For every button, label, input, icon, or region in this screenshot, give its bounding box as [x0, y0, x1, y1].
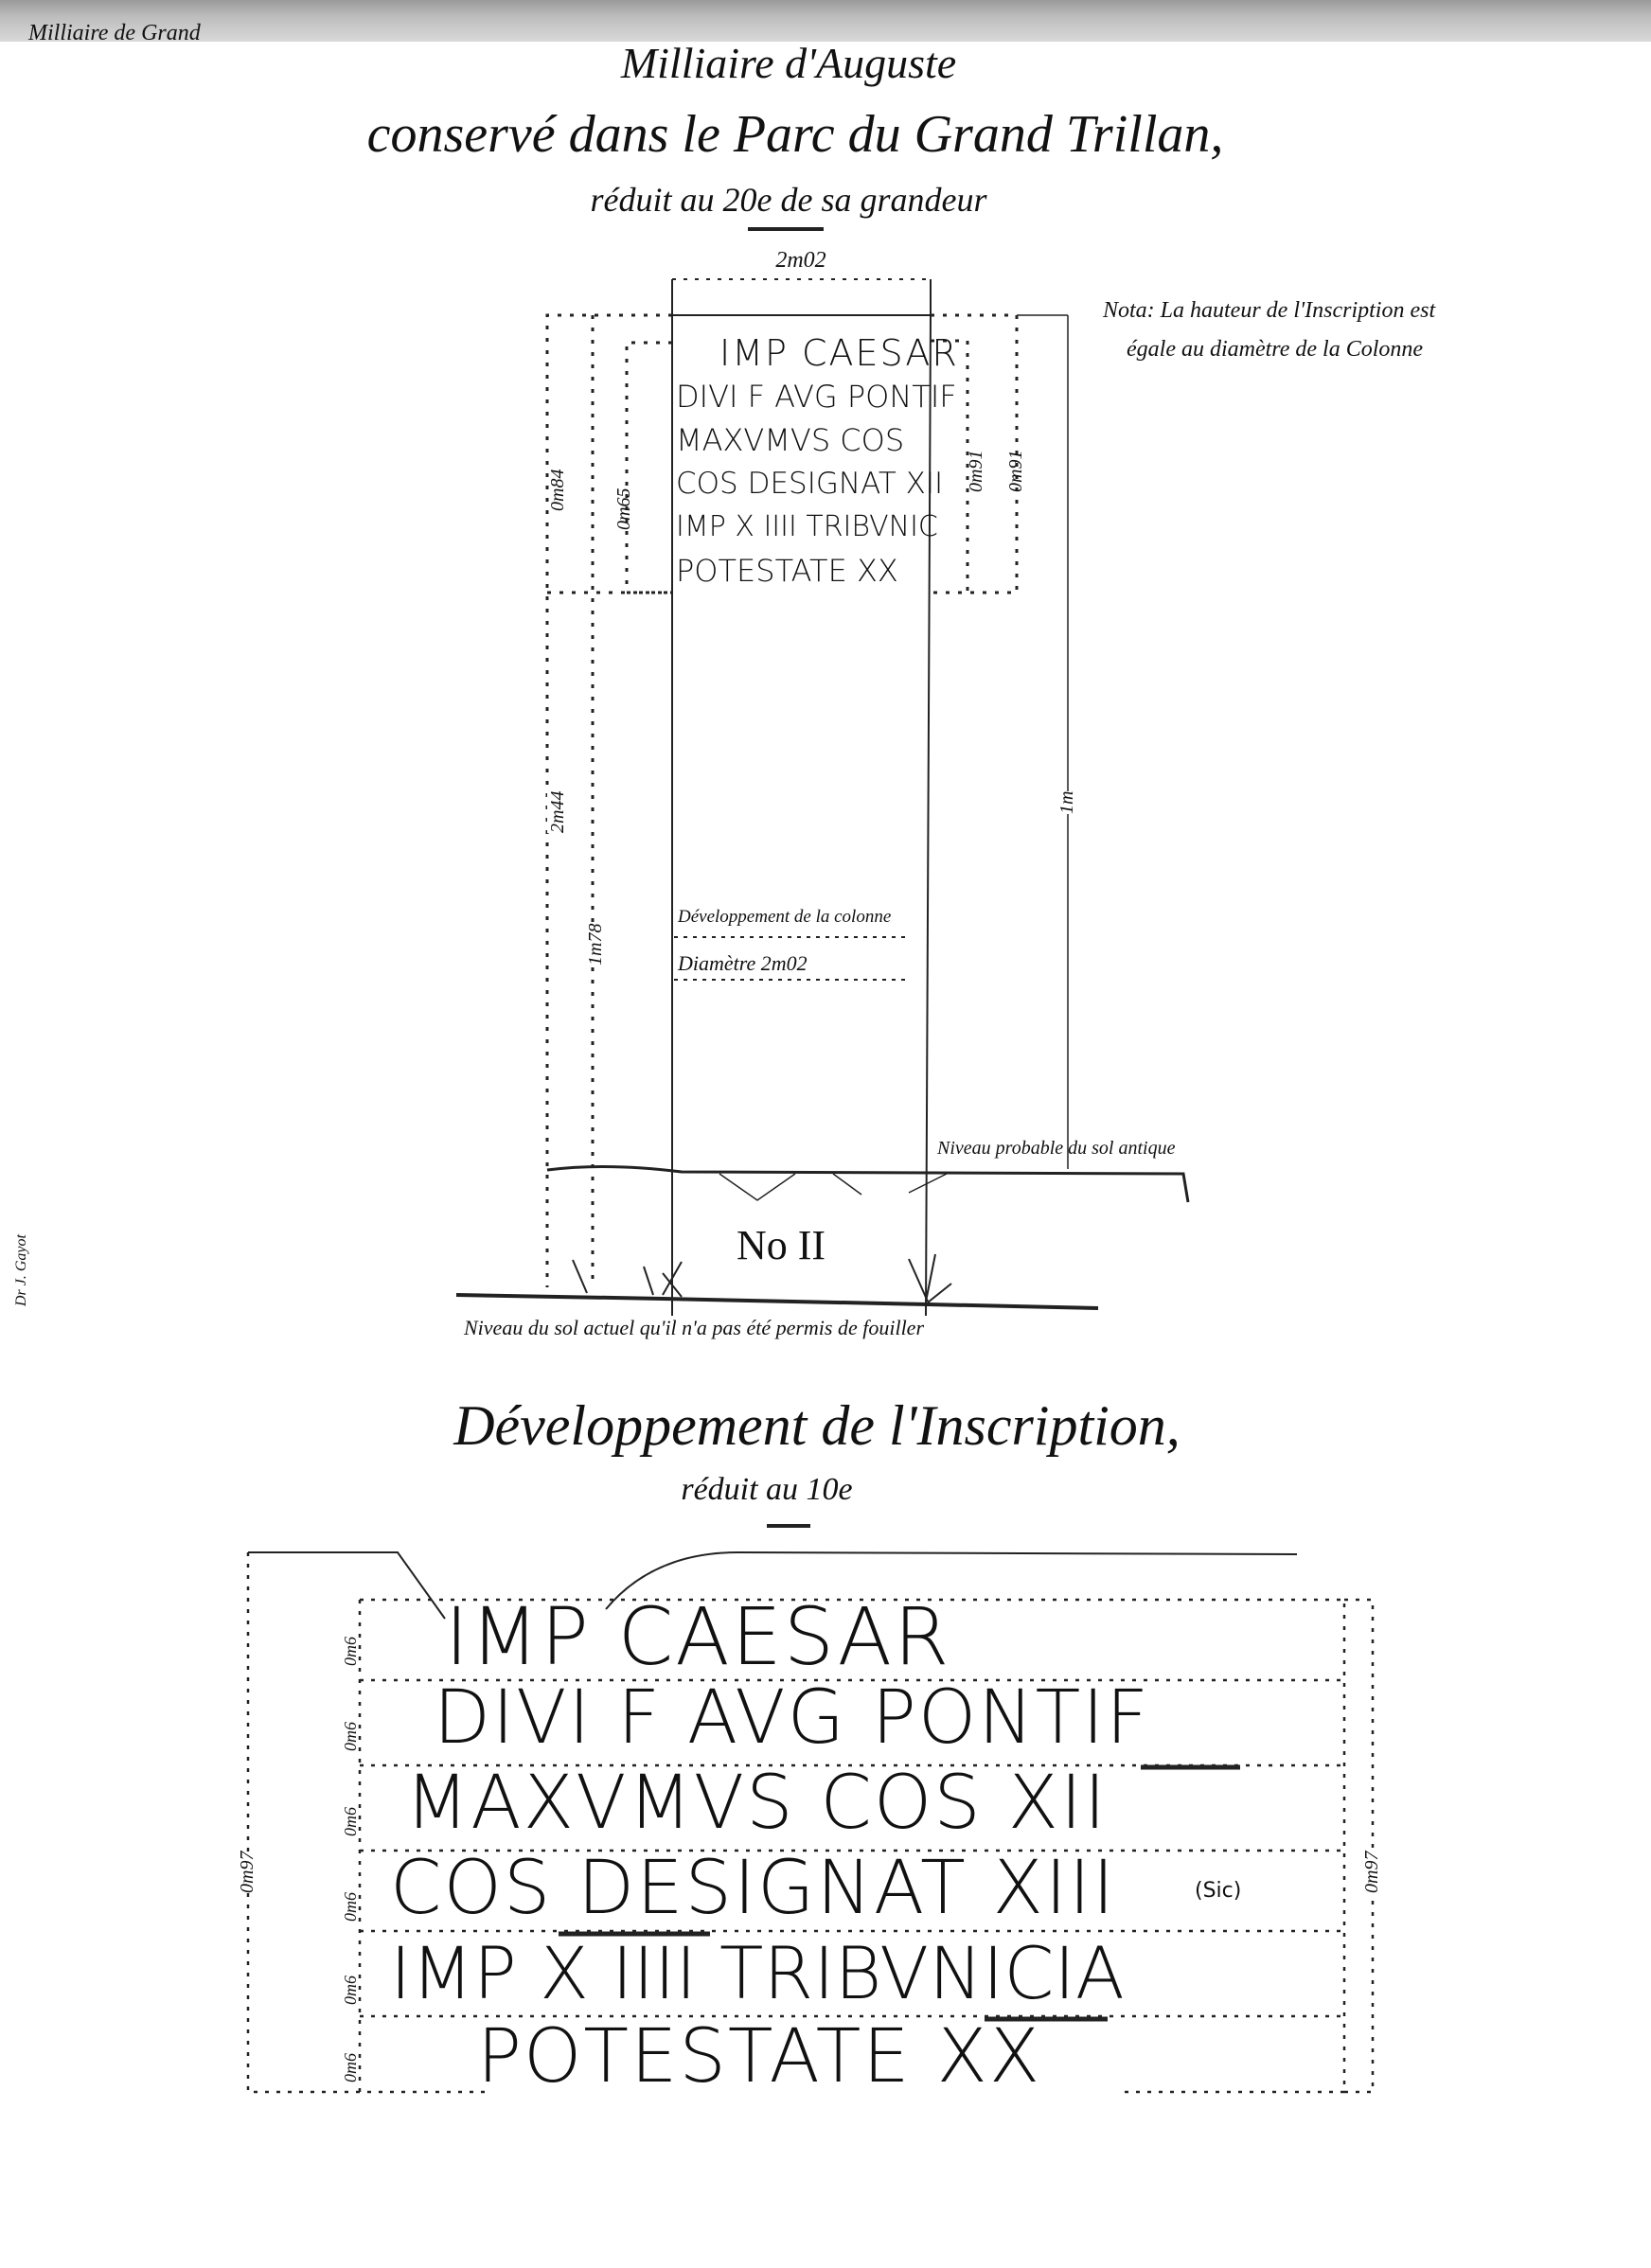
development-line: IMP X IIII TRIBVNICIA	[390, 1931, 1125, 2015]
pillar-right-edge	[925, 314, 932, 1317]
pillar-inscription-line: IMP CAESAR	[719, 332, 959, 374]
title-line3: réduit au 20e de sa grandeur	[590, 181, 987, 219]
pillar-inscription-line: POTESTATE XX	[676, 553, 898, 589]
pillar-inscription-line: IMP X IIII TRIBVNIC	[676, 510, 938, 543]
row-height-label: 0m6	[341, 1807, 360, 1836]
left-outer-dimension: 0m84	[547, 469, 568, 511]
ancient-ground-label: Niveau probable du sol antique	[937, 1138, 1176, 1159]
development-line: MAXVMVS COS XII	[405, 1761, 1109, 1846]
title-line1: Milliaire d'Auguste	[620, 39, 957, 87]
drawing-number: No II	[737, 1222, 826, 1268]
scan-edge	[0, 0, 1651, 42]
development-title: Développement de l'Inscription,	[453, 1394, 1181, 1457]
right-total-dimension: 1m	[1056, 790, 1078, 814]
development-line: COS DESIGNAT XIII	[390, 1846, 1117, 1931]
development-left-total: 0m97	[237, 1851, 258, 1893]
stone-outline	[248, 1550, 1298, 1620]
left-inner-dimension: 0m65	[613, 487, 634, 530]
row-height-label: 0m6	[341, 2053, 360, 2082]
development-subtitle: réduit au 10e	[681, 1472, 853, 1507]
pillar-inscription-line: MAXVMVS COS	[676, 422, 905, 458]
pillar-inscription-line: COS DESIGNAT XII	[676, 467, 944, 501]
shaft-label-1: Développement de la colonne	[678, 907, 892, 927]
note-line1: Nota: La hauteur de l'Inscription est	[1103, 298, 1436, 323]
development-line: POTESTATE XX	[477, 2014, 1042, 2100]
ancient-ground-line	[546, 1164, 1190, 1203]
shaft-label-2: Diamètre 2m02	[678, 951, 808, 975]
row-height-label: 0m6	[341, 1637, 360, 1666]
row-height-label: 0m6	[341, 1976, 360, 2005]
grass	[572, 1253, 952, 1303]
title-line2: conservé dans le Parc du Grand Trillan,	[366, 105, 1224, 164]
row-height-label: 0m6	[341, 1892, 360, 1922]
development-line: IMP CAESAR	[445, 1590, 951, 1683]
current-ground-label: Niveau du sol actuel qu'il n'a pas été p…	[464, 1316, 925, 1339]
pillar-inscription-line: DIVI F AVG PONTIF	[676, 379, 957, 415]
left-total-dimension: 2m44	[547, 790, 569, 833]
development-right-total: 0m97	[1361, 1851, 1383, 1893]
sic-annotation: (Sic)	[1195, 1879, 1242, 1903]
top-width-label: 2m02	[770, 248, 832, 274]
current-ground-line	[455, 1293, 1099, 1310]
row-height-label: 0m6	[341, 1722, 360, 1751]
note-line2: égale au diamètre de la Colonne	[1127, 337, 1424, 362]
left-shaft-dimension: 1m78	[585, 923, 607, 966]
right-inner-dimension: 0m91	[966, 450, 986, 492]
right-outer-dimension: 0m91	[1005, 450, 1026, 492]
corner-note: Milliaire de Grand	[28, 21, 201, 45]
development-line: DIVI F AVG PONTIF	[434, 1675, 1151, 1761]
pillar-inscription: IMP CAESAR DIVI F AVG PONTIF MAXVMVS COS…	[676, 331, 959, 593]
